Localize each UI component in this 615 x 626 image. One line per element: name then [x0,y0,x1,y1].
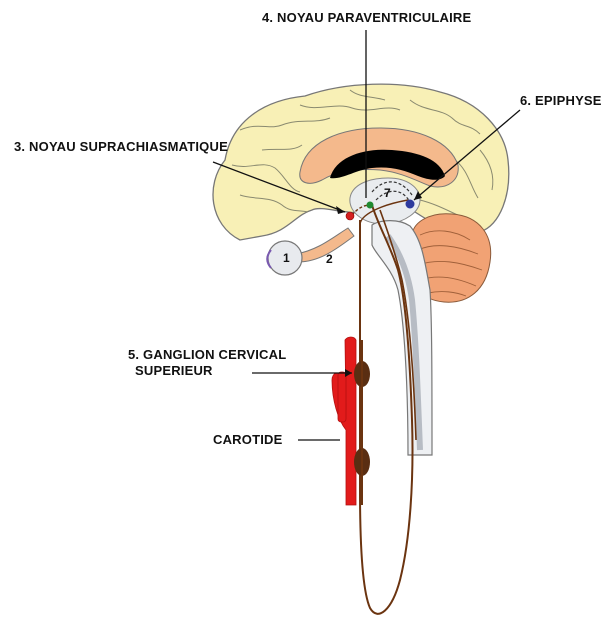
label-ganglion-line2: SUPERIEUR [135,363,213,378]
marker-optic-nerve: 2 [326,252,333,266]
scn-nucleus [346,212,354,220]
label-ganglion-line1: 5. GANGLION CERVICAL [128,347,286,362]
label-epiphyse: 6. EPIPHYSE [520,93,602,108]
marker-eye: 1 [283,251,290,265]
pineal-gland [406,200,415,209]
pvn-nucleus [367,202,374,209]
carotid-artery [332,337,356,505]
marker-hypothalamus: 7 [384,186,391,200]
optic-nerve [296,228,354,262]
label-carotide: CAROTIDE [213,432,283,447]
label-suprachiasmatique: 3. NOYAU SUPRACHIASMATIQUE [14,139,228,154]
label-paraventriculaire: 4. NOYAU PARAVENTRICULAIRE [262,10,471,25]
